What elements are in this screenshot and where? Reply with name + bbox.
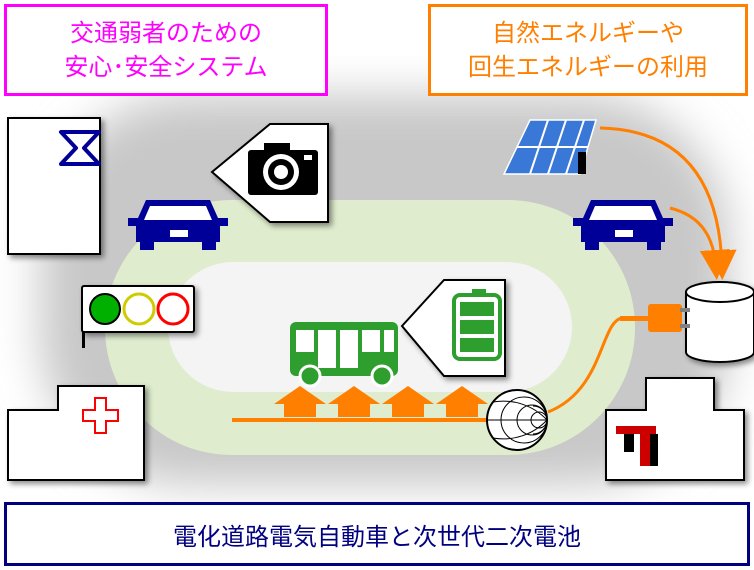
university-logo-icon bbox=[616, 426, 658, 466]
charging-line bbox=[232, 418, 497, 422]
energy-flow-arrows bbox=[599, 126, 737, 280]
hospital-building bbox=[7, 385, 145, 481]
battery-icon bbox=[452, 289, 502, 361]
storage-tank-icon bbox=[685, 281, 754, 363]
safety-system-label: 交通弱者のための 安心･安全システム bbox=[4, 4, 328, 96]
smith-chart-icon bbox=[486, 389, 548, 451]
hospital-cross-icon bbox=[82, 397, 119, 434]
traffic-light-icon bbox=[81, 285, 195, 348]
charge-arrow bbox=[328, 386, 380, 417]
charge-arrow bbox=[382, 386, 434, 417]
bus-icon bbox=[290, 322, 398, 388]
car-icon bbox=[573, 200, 673, 250]
hourglass-icon bbox=[59, 130, 101, 166]
safety-line-2: 安心･安全システム bbox=[64, 53, 268, 81]
charge-arrow bbox=[274, 386, 326, 417]
safety-line-1: 交通弱者のための bbox=[70, 19, 262, 47]
camera-icon bbox=[248, 143, 318, 195]
plug-icon bbox=[620, 304, 690, 332]
charge-arrow bbox=[436, 386, 488, 417]
diagram-title: 電化道路電気自動車と次世代二次電池 bbox=[4, 502, 750, 566]
car-icon bbox=[128, 200, 228, 250]
charging-arrows bbox=[232, 386, 497, 422]
energy-usage-label: 自然エネルギーや 回生エネルギーの利用 bbox=[428, 4, 748, 96]
energy-line-2: 回生エネルギーの利用 bbox=[468, 53, 708, 81]
diagram-title-text: 電化道路電気自動車と次世代二次電池 bbox=[173, 522, 581, 551]
charging-wire bbox=[547, 316, 623, 414]
solar-panel-icon bbox=[502, 119, 598, 175]
energy-line-1: 自然エネルギーや bbox=[492, 19, 684, 47]
